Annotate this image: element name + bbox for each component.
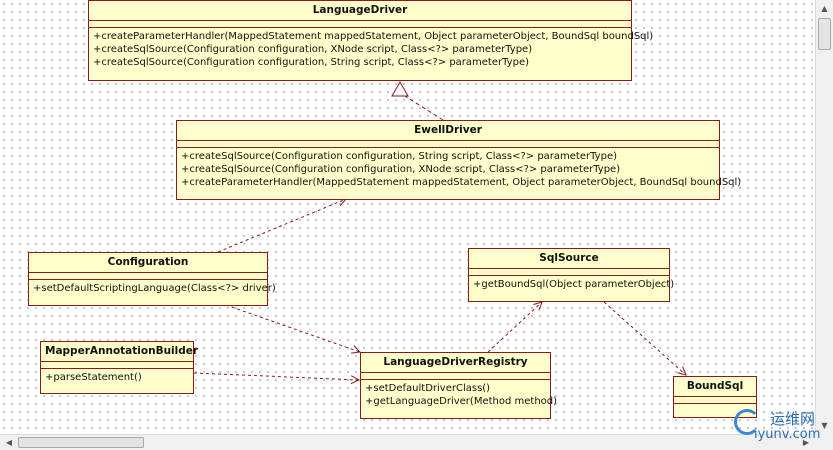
realization-ewell-to-language bbox=[404, 95, 444, 121]
horizontal-scroll-thumb[interactable] bbox=[18, 437, 144, 448]
attributes-compartment bbox=[361, 372, 550, 379]
operation: +setDefaultScriptingLanguage(Class<?> dr… bbox=[33, 283, 276, 294]
dependency-mapper-to-registry bbox=[193, 372, 359, 380]
horizontal-scrollbar[interactable]: ◀ ▶ bbox=[0, 434, 815, 450]
triangle-down-icon[interactable]: ▼ bbox=[821, 421, 828, 430]
attributes-compartment bbox=[469, 268, 669, 275]
dependency-configuration-to-registry bbox=[225, 304, 360, 352]
dependency-sqlsource-to-boundsql bbox=[603, 301, 686, 375]
watermark-logo: 运维网 iyunv.com bbox=[726, 405, 833, 450]
class-name: LanguageDriverRegistry bbox=[383, 356, 528, 368]
class-bound-sql[interactable]: BoundSql bbox=[673, 376, 757, 418]
operations-compartment: +setDefaultScriptingLanguage(Class<?> dr… bbox=[29, 279, 276, 298]
relations-layer bbox=[193, 80, 815, 434]
operation: +createParameterHandler(MappedStatement … bbox=[93, 31, 654, 42]
triangle-up-icon[interactable]: ▲ bbox=[821, 4, 828, 13]
class-sql-source[interactable]: SqlSource +getBoundSql(Object parameterO… bbox=[468, 248, 675, 302]
dependency-configuration-to-ewell bbox=[217, 199, 346, 253]
class-name: BoundSql bbox=[686, 380, 744, 392]
attributes-compartment bbox=[29, 272, 267, 279]
attributes-compartment bbox=[89, 20, 631, 27]
watermark-main-text: 运维网 bbox=[770, 410, 816, 428]
operation: +getBoundSql(Object parameterObject) bbox=[473, 279, 675, 290]
operation: +getLanguageDriver(Method method) bbox=[365, 396, 558, 407]
watermark-swirl-icon bbox=[734, 409, 760, 435]
operation: +setDefaultDriverClass() bbox=[365, 383, 491, 394]
operation: +createSqlSource(Configuration configura… bbox=[181, 151, 617, 162]
operation: +createSqlSource(Configuration configura… bbox=[181, 164, 621, 175]
class-name: EwellDriver bbox=[414, 124, 482, 136]
vertical-scroll-thumb[interactable] bbox=[818, 18, 831, 50]
class-name: SqlSource bbox=[539, 252, 599, 264]
scrollbar-corner bbox=[815, 434, 833, 450]
operations-compartment: +createParameterHandler(MappedStatement … bbox=[89, 27, 654, 72]
triangle-left-icon[interactable]: ◀ bbox=[5, 438, 13, 447]
attributes-compartment bbox=[41, 361, 193, 368]
class-language-driver[interactable]: LanguageDriver +createParameterHandler(M… bbox=[88, 0, 654, 81]
class-configuration[interactable]: Configuration +setDefaultScriptingLangua… bbox=[28, 252, 276, 306]
operations-compartment: +setDefaultDriverClass() +getLanguageDri… bbox=[361, 379, 558, 411]
triangle-right-icon[interactable]: ▶ bbox=[802, 438, 810, 447]
operations-compartment: +createSqlSource(Configuration configura… bbox=[177, 147, 742, 192]
attributes-compartment bbox=[177, 140, 719, 147]
attributes-compartment bbox=[674, 396, 756, 403]
operation: +createSqlSource(Configuration configura… bbox=[93, 44, 533, 55]
operations-compartment: +parseStatement() bbox=[41, 368, 193, 387]
watermark-sub-text: iyunv.com bbox=[754, 427, 821, 442]
operation: +parseStatement() bbox=[45, 372, 142, 383]
operations-compartment bbox=[674, 403, 756, 417]
dependency-registry-to-sqlsource bbox=[487, 302, 542, 353]
diagram-canvas[interactable]: LanguageDriver +createParameterHandler(M… bbox=[0, 0, 815, 434]
class-name: LanguageDriver bbox=[312, 4, 408, 16]
realization-triangle bbox=[391, 80, 409, 97]
operation: +createSqlSource(Configuration configura… bbox=[93, 57, 529, 68]
vertical-scrollbar[interactable]: ▲ ▼ bbox=[815, 0, 833, 434]
class-name: Configuration bbox=[107, 256, 189, 268]
class-language-driver-registry[interactable]: LanguageDriverRegistry +setDefaultDriver… bbox=[360, 352, 558, 419]
class-ewell-driver[interactable]: EwellDriver +createSqlSource(Configurati… bbox=[176, 120, 742, 200]
operation: +createParameterHandler(MappedStatement … bbox=[181, 177, 742, 188]
class-mapper-annotation-builder[interactable]: MapperAnnotationBuilder +parseStatement(… bbox=[40, 341, 199, 394]
class-name: MapperAnnotationBuilder bbox=[45, 345, 199, 357]
operations-compartment: +getBoundSql(Object parameterObject) bbox=[469, 275, 675, 294]
